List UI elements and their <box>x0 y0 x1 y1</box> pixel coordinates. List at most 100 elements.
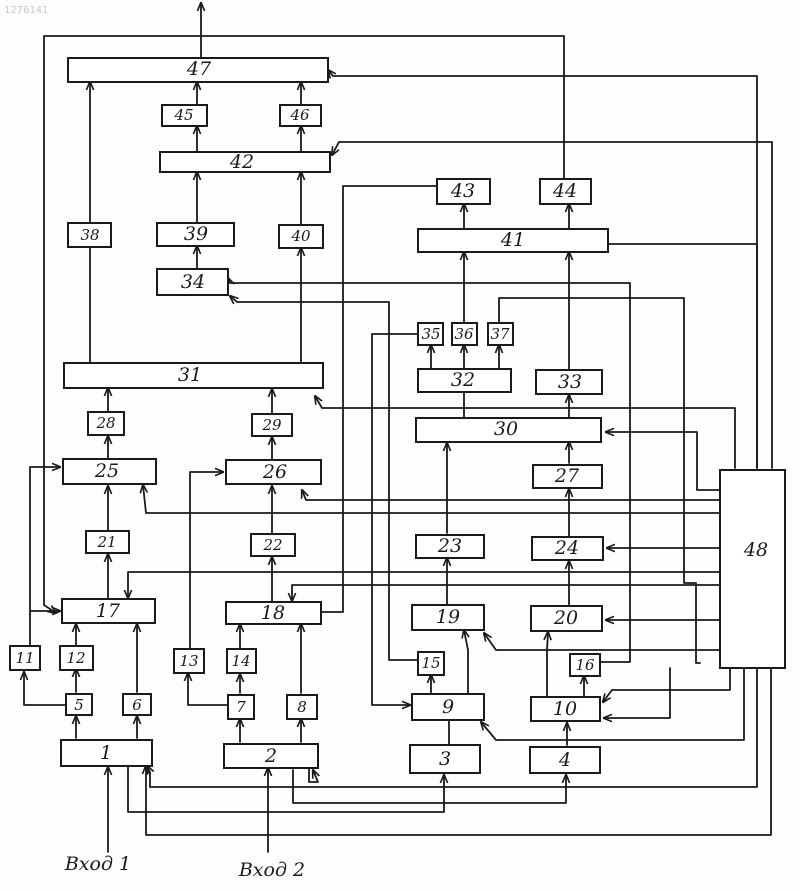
block-38: 38 <box>68 223 111 247</box>
block-18: 18 <box>226 602 321 624</box>
block-28: 28 <box>88 412 124 435</box>
block-1: 1 <box>61 740 152 766</box>
block-27: 27 <box>533 465 602 488</box>
block-1-label: 1 <box>100 742 112 764</box>
block-48: 48 <box>720 470 785 668</box>
link-13-26 <box>190 472 223 648</box>
block-42: 42 <box>160 151 330 173</box>
block-34-label: 34 <box>181 271 205 293</box>
block-46: 46 <box>280 105 321 126</box>
block-22-label: 22 <box>262 536 282 554</box>
block-48-label: 48 <box>743 539 768 561</box>
block-35: 35 <box>418 323 443 345</box>
link-48-10-b <box>603 668 730 702</box>
block-33: 33 <box>536 370 602 394</box>
link-9-19 <box>464 630 468 693</box>
link-11-25 <box>30 467 60 611</box>
link-35-9 <box>372 334 418 705</box>
connection-lines <box>24 3 772 852</box>
link-48-9 <box>481 668 744 740</box>
block-16: 16 <box>570 654 600 676</box>
block-45: 45 <box>162 105 207 126</box>
block-29: 29 <box>252 414 292 436</box>
block-36: 36 <box>452 323 477 345</box>
block-8: 8 <box>287 695 317 719</box>
block-23: 23 <box>416 535 484 558</box>
block-19-label: 19 <box>436 606 460 628</box>
blocks: 1 2 3 4 5 6 7 8 9 10 11 12 13 14 15 16 1… <box>10 58 785 773</box>
block-25: 25 <box>63 459 156 484</box>
link-48-25 <box>143 485 720 513</box>
block-43: 43 <box>437 179 490 204</box>
block-2: 2 <box>224 744 318 768</box>
block-20: 20 <box>531 606 602 631</box>
block-11-label: 11 <box>15 649 34 667</box>
block-2-label: 2 <box>264 745 277 767</box>
block-14-label: 14 <box>231 652 250 670</box>
block-25-label: 25 <box>94 460 119 482</box>
link-11-17 <box>30 611 60 645</box>
link-48-18 <box>292 585 720 601</box>
block-13-label: 13 <box>179 652 198 670</box>
block-31: 31 <box>64 363 323 388</box>
input-1-label: Вход 1 <box>64 853 131 875</box>
block-6: 6 <box>123 694 151 715</box>
block-17-label: 17 <box>96 600 121 622</box>
block-39: 39 <box>157 223 234 246</box>
block-32-label: 32 <box>451 369 475 391</box>
block-33-label: 33 <box>558 371 582 393</box>
block-40-label: 40 <box>290 227 311 245</box>
block-8-label: 8 <box>297 698 307 716</box>
block-20-label: 20 <box>553 607 578 629</box>
link-48-19 <box>484 633 720 650</box>
link-7-13 <box>188 673 228 705</box>
block-15: 15 <box>418 652 444 675</box>
block-6-label: 6 <box>132 696 142 714</box>
block-41: 41 <box>418 229 608 252</box>
block-42-label: 42 <box>229 151 254 173</box>
block-7-label: 7 <box>236 698 246 716</box>
link-5-11 <box>24 672 66 705</box>
block-28-label: 28 <box>95 414 115 432</box>
block-23-label: 23 <box>437 535 462 557</box>
block-47: 47 <box>68 58 328 82</box>
input-2-label: Вход 2 <box>238 859 305 881</box>
block-40: 40 <box>279 225 323 248</box>
block-44-label: 44 <box>552 180 577 202</box>
link-48-30 <box>606 432 720 490</box>
block-15-label: 15 <box>421 654 440 672</box>
document-number: 1276141 <box>4 5 49 16</box>
block-5: 5 <box>66 694 92 715</box>
block-38-label: 38 <box>80 226 99 244</box>
block-26: 26 <box>226 460 321 484</box>
block-3: 3 <box>410 745 480 773</box>
block-32: 32 <box>418 369 511 392</box>
block-37-label: 37 <box>490 325 510 343</box>
link-48-26 <box>302 490 720 500</box>
block-31-label: 31 <box>178 364 202 386</box>
block-9: 9 <box>412 694 484 720</box>
block-36-label: 36 <box>454 325 474 343</box>
block-45-label: 45 <box>173 106 193 124</box>
block-46-label: 46 <box>289 106 310 124</box>
block-47-label: 47 <box>186 58 212 80</box>
block-17: 17 <box>62 599 155 623</box>
block-37: 37 <box>488 323 513 345</box>
block-4: 4 <box>530 747 600 773</box>
link-1-3 <box>128 766 444 812</box>
block-18-label: 18 <box>261 602 285 624</box>
block-30-label: 30 <box>494 418 518 440</box>
block-5-label: 5 <box>74 696 84 714</box>
block-11: 11 <box>10 646 40 670</box>
block-12: 12 <box>60 646 93 670</box>
link-2-return <box>309 768 318 782</box>
block-43-label: 43 <box>450 180 475 202</box>
block-21-label: 21 <box>96 533 116 551</box>
block-30: 30 <box>416 418 601 442</box>
block-16-label: 16 <box>575 656 595 674</box>
block-24-label: 24 <box>554 537 579 559</box>
block-9-label: 9 <box>442 696 454 718</box>
block-29-label: 29 <box>261 416 282 434</box>
